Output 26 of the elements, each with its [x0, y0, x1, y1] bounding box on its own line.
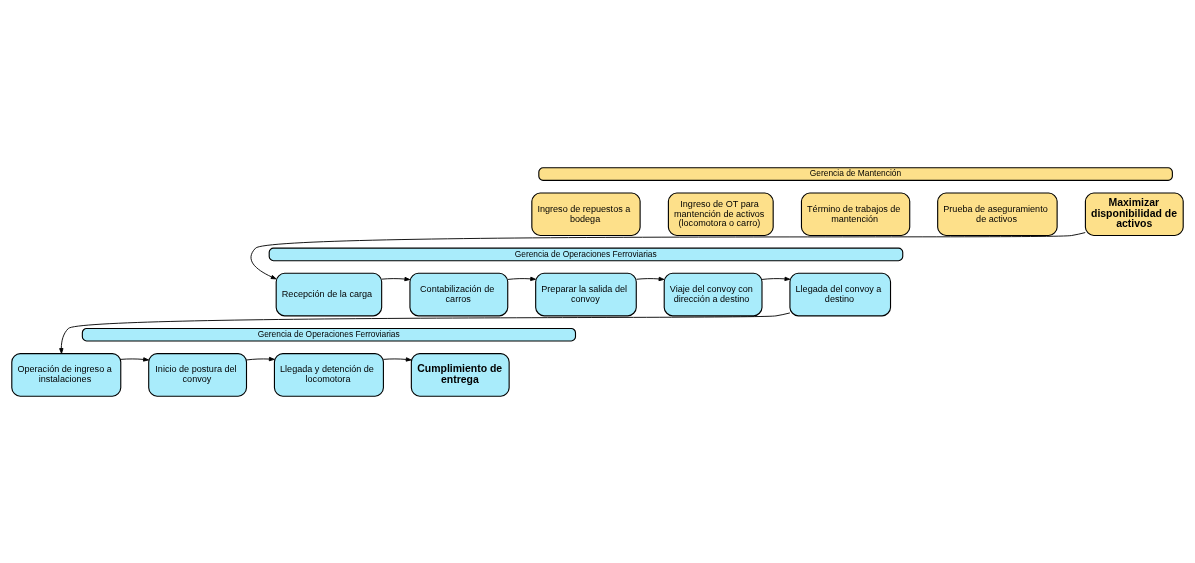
node-box: Inicio de postura del convoy — [148, 352, 248, 397]
arrow — [250, 231, 1086, 279]
arrow — [761, 276, 791, 281]
node-box: Contabilización de carros — [409, 272, 509, 316]
node-box: Cumplimiento de entrega — [410, 352, 510, 397]
arrow — [381, 276, 411, 281]
node-box: Gerencia de Mantención — [538, 166, 1173, 181]
arrow — [59, 312, 791, 354]
arrow — [383, 356, 412, 362]
node-box: Gerencia de Operaciones Ferroviarias — [268, 247, 904, 261]
node-box: Ingreso de OT para mantención de activos (locomotora o carro) — [667, 191, 774, 236]
arrow — [635, 276, 665, 281]
arrow — [120, 356, 149, 362]
node-box: Maximizar disponibilidad de activos — [1084, 191, 1184, 236]
node-box: Viaje del convoy con dirección a destino — [663, 272, 763, 316]
node-box: Término de trabajos de mantención — [800, 191, 911, 236]
node-box: Preparar la salida del convoy — [535, 272, 637, 316]
node-box: Llegada y detención de locomotora — [273, 352, 384, 397]
arrow — [507, 276, 536, 281]
node-box: Operación de ingreso a instalaciones — [11, 352, 122, 397]
node-box: Gerencia de Operaciones Ferroviarias — [81, 327, 577, 342]
node-box: Ingreso de repuestos a bodega — [531, 191, 641, 236]
arrow — [246, 356, 275, 361]
node-box: Llegada del convoy a destino — [789, 272, 892, 316]
node-box: Recepción de la carga — [275, 272, 383, 316]
node-box: Prueba de aseguramiento de activos — [937, 191, 1058, 236]
